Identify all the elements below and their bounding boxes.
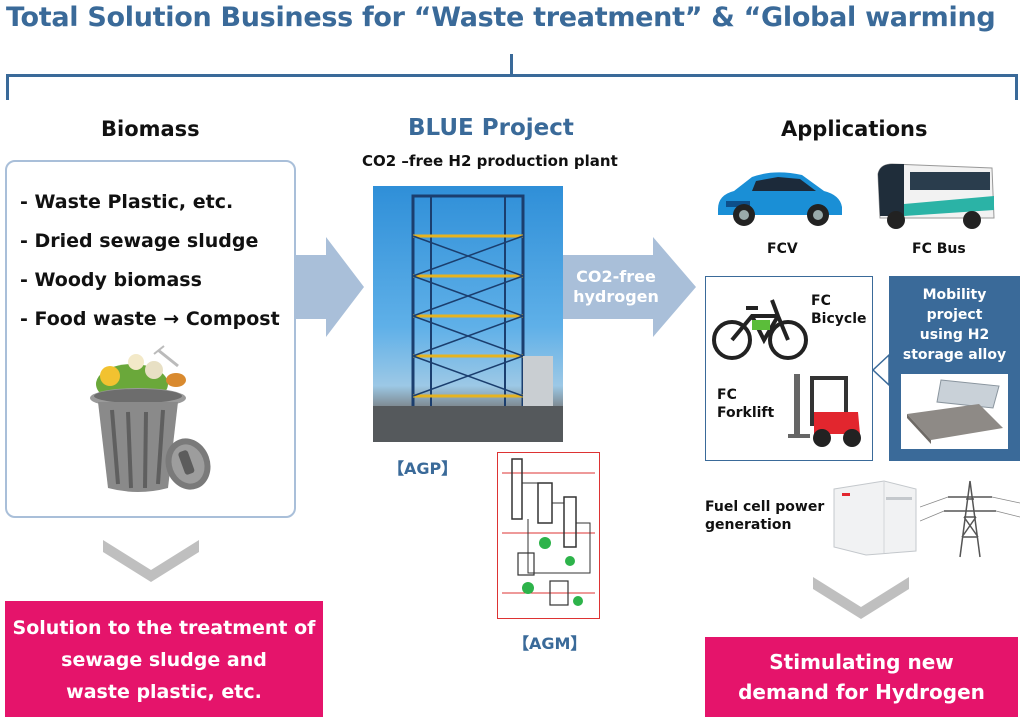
schematic-diagram-icon — [502, 458, 595, 606]
arrow-label-line: CO2-free — [576, 267, 656, 286]
fuel-cell-unit-icon — [833, 480, 917, 556]
mobility-label-line: using H2 — [919, 327, 990, 343]
fc-bicycle-label: FC Bicycle — [811, 292, 867, 328]
bracket-center-tick — [510, 54, 513, 76]
biomass-list: - Waste Plastic, etc. - Dried sewage slu… — [20, 183, 280, 339]
callout-pointer-icon — [871, 353, 890, 387]
bracket-left-tick — [6, 74, 9, 100]
agm-label: 【AGM】 — [513, 634, 587, 653]
power-tower-icon — [920, 480, 1020, 558]
storage-alloy-photo — [901, 374, 1008, 449]
plant-subtitle: CO2 –free H2 production plant — [362, 152, 618, 170]
mobility-label-line: storage alloy — [902, 347, 1007, 363]
fc-bus-label: FC Bus — [912, 241, 966, 257]
list-item: - Woody biomass — [20, 269, 202, 291]
fcv-label: FCV — [767, 241, 798, 257]
fc-bicycle-icon — [712, 299, 808, 360]
plant-tower-icon — [373, 194, 563, 442]
mobility-project-label: Mobility project using H2 storage alloy — [889, 285, 1020, 365]
list-item: - Food waste → Compost — [20, 308, 280, 330]
fuel-cell-label-line: Fuel cell power — [705, 499, 825, 515]
bicycle-label-line: FC — [811, 293, 831, 309]
hydrogen-demand-box: Stimulating new demand for Hydrogen — [705, 637, 1018, 717]
applications-heading: Applications — [781, 117, 928, 141]
solution-line: waste plastic, etc. — [66, 681, 262, 703]
forklift-label-line: Forklift — [717, 405, 775, 421]
fc-forklift-label: FC Forklift — [717, 386, 774, 422]
solution-line: sewage sludge and — [61, 649, 267, 671]
flow-arrow-icon — [296, 237, 364, 337]
fcv-car-icon — [718, 172, 842, 226]
chevron-down-icon — [103, 540, 199, 582]
biomass-heading: Biomass — [101, 117, 200, 141]
flow-arrow-icon — [563, 237, 696, 337]
agp-label: 【AGP】 — [388, 459, 458, 478]
bicycle-label-line: Bicycle — [811, 311, 867, 327]
forklift-label-line: FC — [717, 387, 737, 403]
arrow-label-line: hydrogen — [573, 287, 659, 306]
solution-line: Solution to the treatment of — [12, 617, 316, 639]
mobility-label-line: Mobility — [922, 287, 987, 303]
agm-schematic — [497, 452, 600, 619]
fuel-cell-label: Fuel cell power generation — [705, 498, 824, 534]
fc-forklift-icon — [788, 374, 861, 447]
list-item: - Waste Plastic, etc. — [20, 191, 234, 213]
mobility-label-line: project — [926, 307, 983, 323]
blue-project-heading: BLUE Project — [408, 115, 574, 141]
waste-treatment-solution-box: Solution to the treatment of sewage slud… — [5, 601, 323, 717]
demand-line: demand for Hydrogen — [738, 680, 985, 704]
storage-alloy-icon — [907, 379, 1003, 444]
fc-bus-icon — [877, 163, 995, 229]
trash-can-icon — [90, 345, 211, 492]
chevron-down-icon — [813, 577, 909, 619]
fuel-cell-label-line: generation — [705, 517, 792, 533]
demand-line: Stimulating new — [769, 650, 954, 674]
page-title: Total Solution Business for “Waste treat… — [6, 2, 996, 33]
bracket-right-tick — [1015, 74, 1018, 100]
plant-photo — [373, 186, 563, 442]
list-item: - Dried sewage sludge — [20, 230, 259, 252]
co2-free-hydrogen-label: CO2-free hydrogen — [566, 267, 666, 307]
